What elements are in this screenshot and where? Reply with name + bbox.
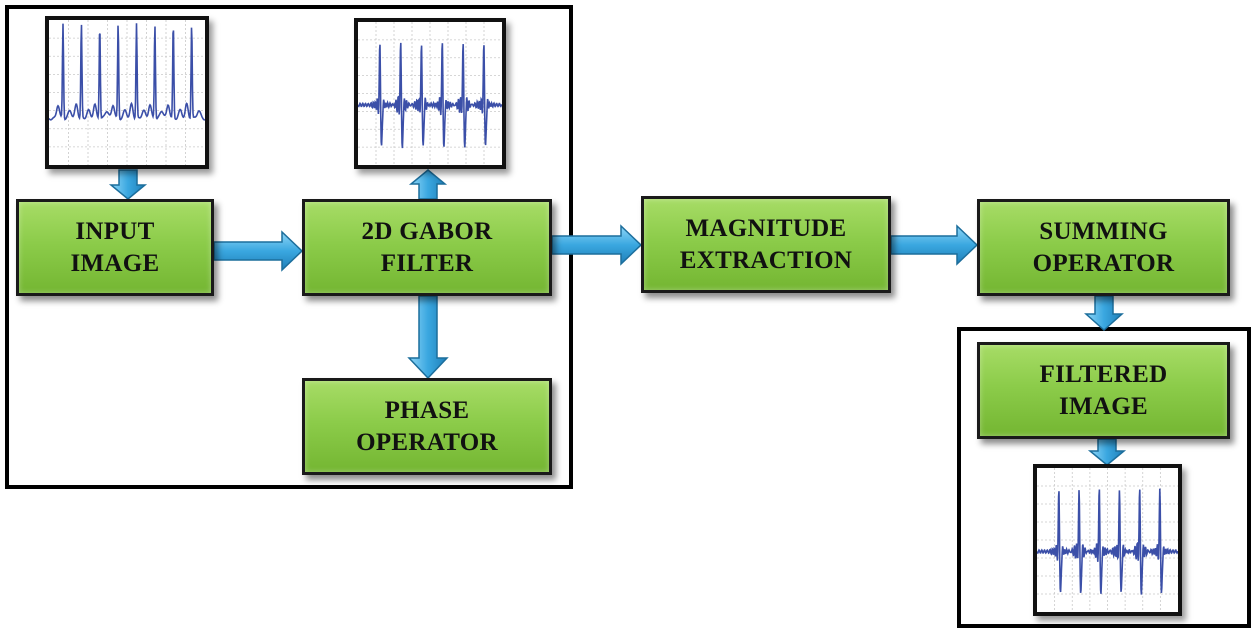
ecg-filtered-plot xyxy=(358,22,502,165)
ecg-trace xyxy=(49,23,205,121)
arrow-input-thumb-to-input xyxy=(108,169,148,200)
filtered-output-thumbnail xyxy=(1033,464,1182,616)
phase-operator-block: PHASE OPERATOR xyxy=(302,378,552,475)
ecg-trace xyxy=(358,42,502,149)
arrow-magnitude-to-summing xyxy=(890,224,979,266)
filtered-image-block: FILTERED IMAGE xyxy=(977,342,1230,439)
input-image-block: INPUT IMAGE xyxy=(16,199,214,296)
arrow-gabor-to-magnitude xyxy=(551,224,643,266)
input-signal-thumbnail xyxy=(45,16,209,169)
arrow-gabor-to-phase xyxy=(407,295,449,380)
ecg-trace xyxy=(1037,488,1178,595)
gabor-filter-block: 2D GABOR FILTER xyxy=(302,199,552,296)
arrow-input-to-gabor xyxy=(213,230,304,272)
arrow-gabor-to-thumb xyxy=(408,169,448,200)
ecg-raw-plot xyxy=(49,20,205,165)
summing-operator-block: SUMMING OPERATOR xyxy=(977,199,1230,296)
arrow-summing-to-filtered xyxy=(1084,295,1124,332)
arrow-filtered-to-thumb xyxy=(1087,438,1127,466)
gabor-output-thumbnail xyxy=(354,18,506,169)
ecg-final-plot xyxy=(1037,468,1178,612)
magnitude-extraction-block: MAGNITUDE EXTRACTION xyxy=(641,196,891,293)
